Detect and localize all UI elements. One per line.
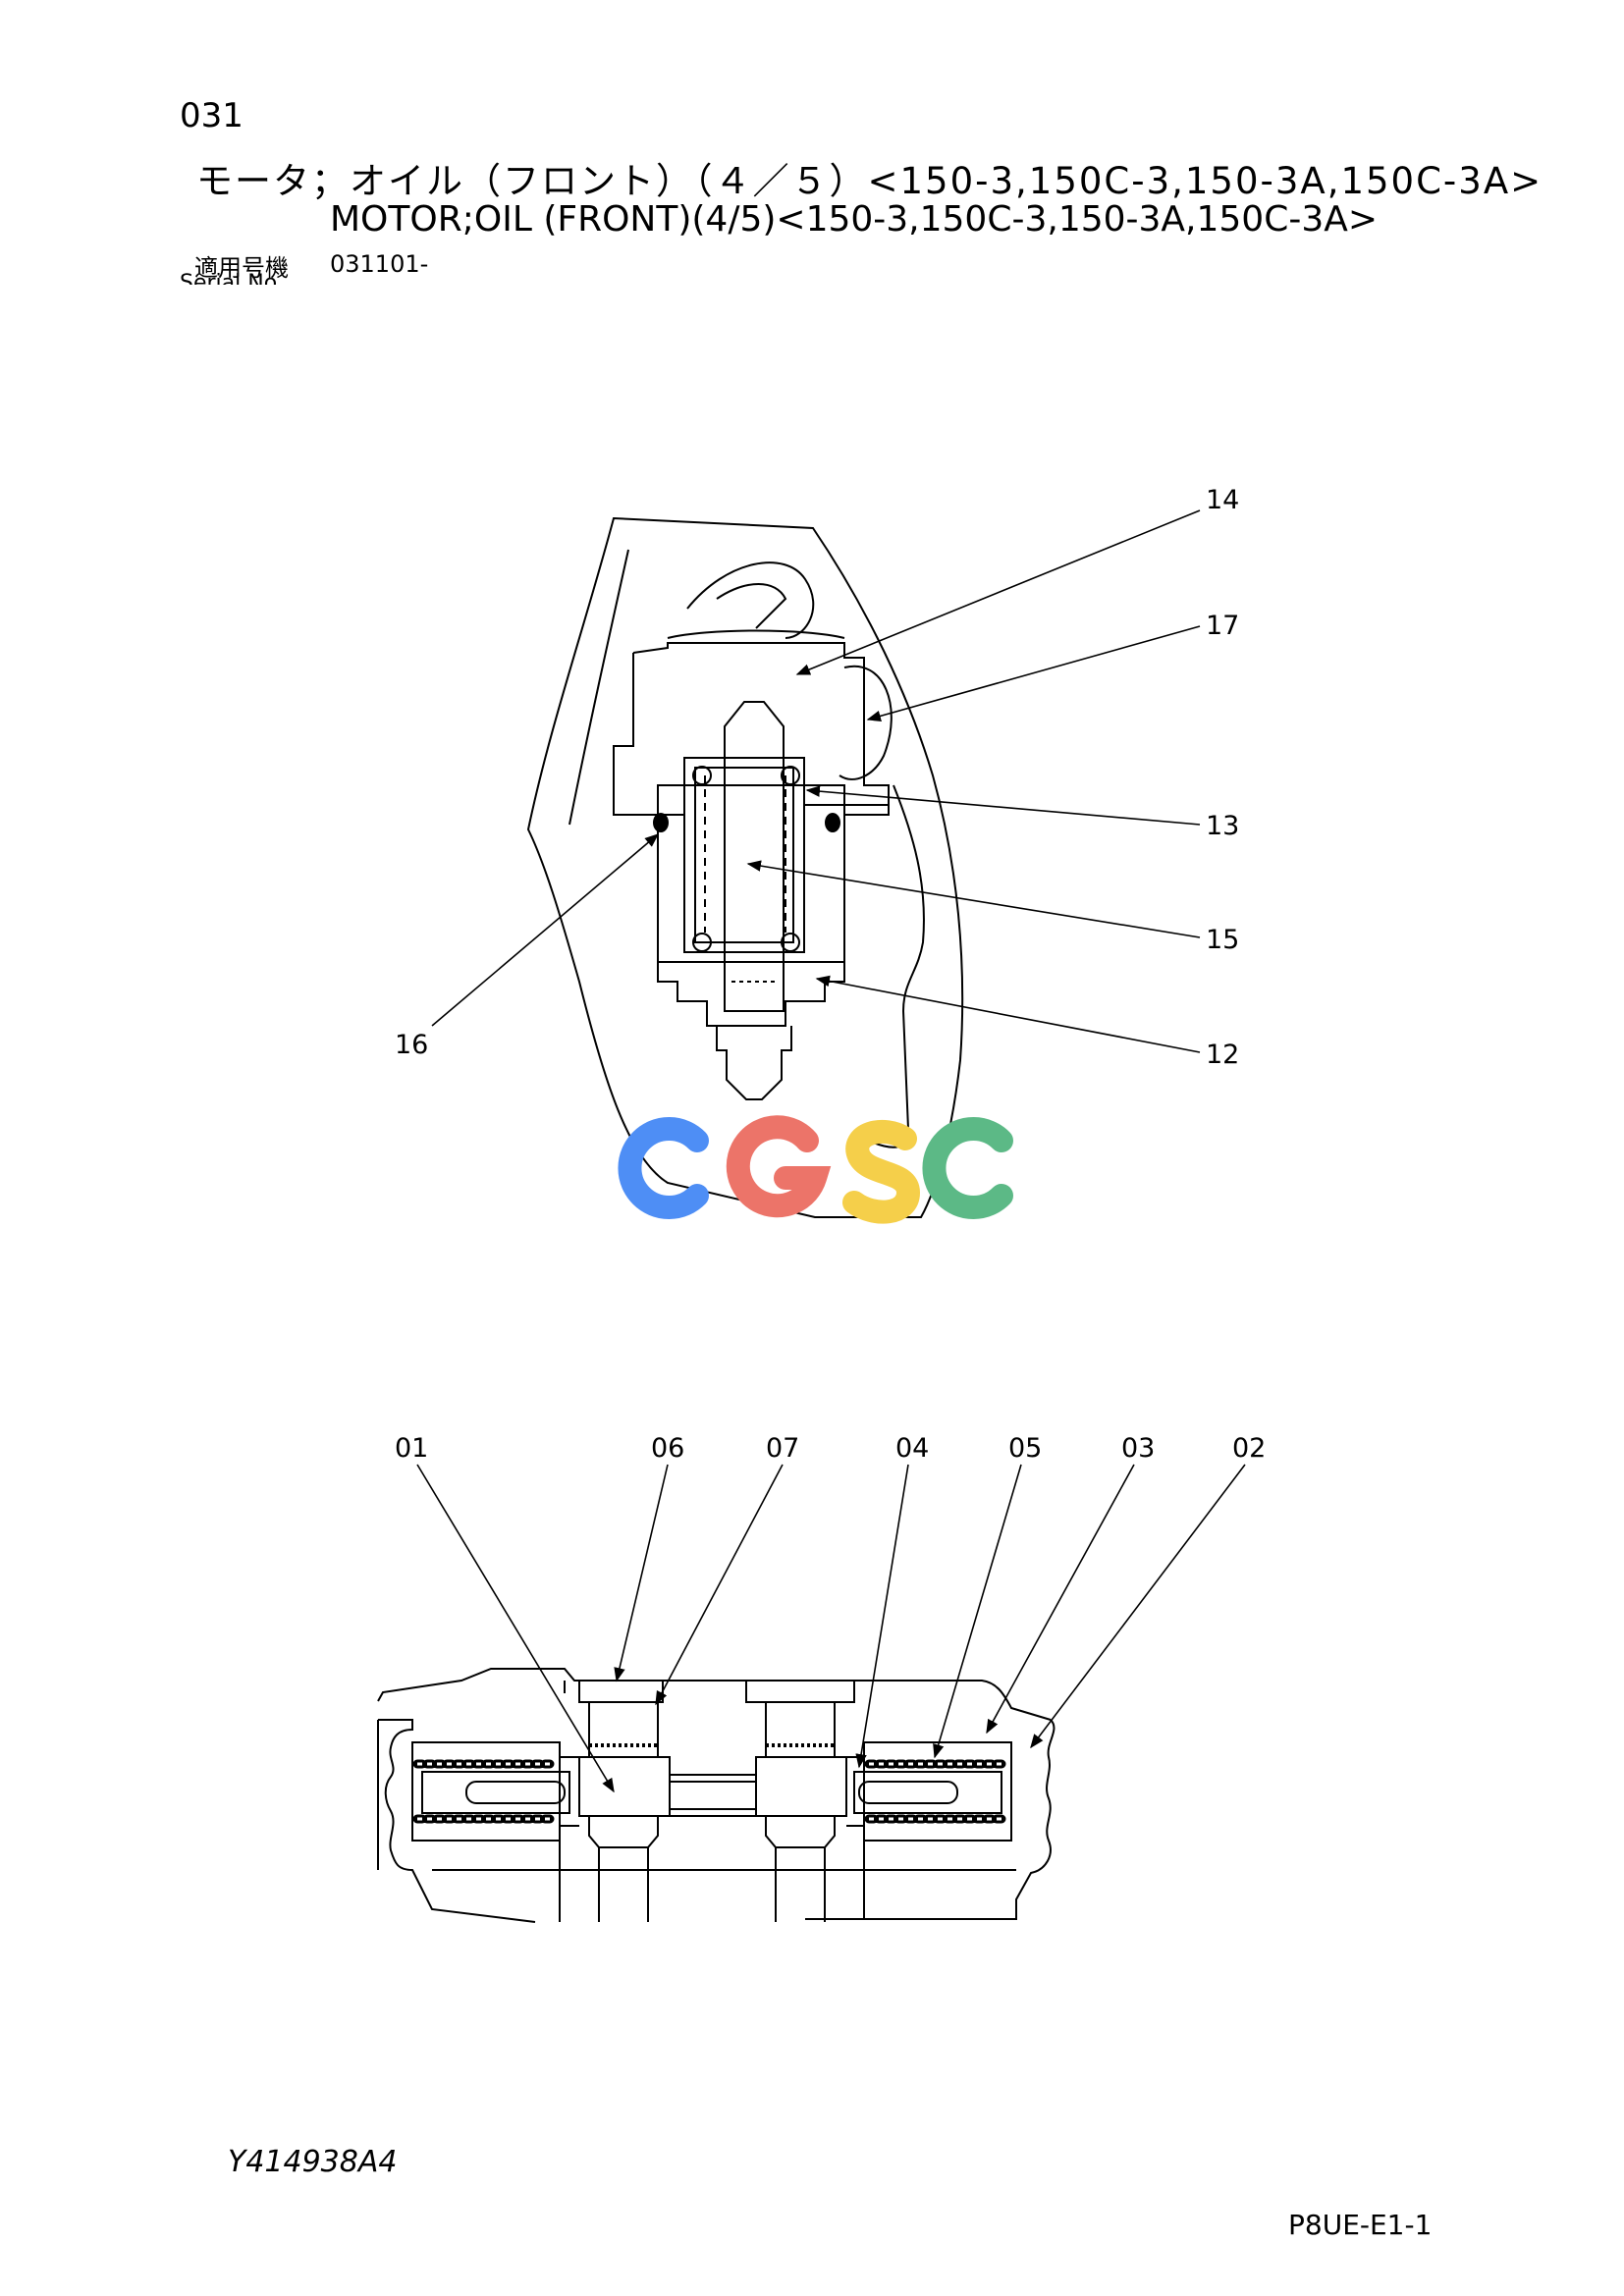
callout-04: 04 bbox=[895, 1433, 929, 1464]
upper-leader-lines bbox=[431, 509, 1201, 1053]
callout-06: 06 bbox=[651, 1433, 684, 1464]
page-code: P8UE-E1-1 bbox=[1288, 2209, 1433, 2241]
upper-valve-view bbox=[526, 516, 964, 1218]
title-japanese: モータ；オイル（フロント）（４／５）<150-3,150C-3,150-3A,1… bbox=[196, 160, 1543, 202]
callout-17: 17 bbox=[1206, 611, 1239, 641]
cgsc-watermark-logo bbox=[618, 1115, 1013, 1224]
watermark-letter-c1 bbox=[618, 1117, 709, 1219]
serial-value: 031101- bbox=[330, 250, 429, 278]
callout-14: 14 bbox=[1206, 485, 1239, 515]
callout-07: 07 bbox=[766, 1433, 799, 1464]
lower-springs bbox=[412, 1743, 1011, 1824]
serial-label: 適用号機 bbox=[194, 254, 289, 282]
serial-label-english: Serial No. bbox=[180, 271, 284, 285]
callout-15: 15 bbox=[1206, 925, 1239, 955]
watermark-letter-g bbox=[726, 1115, 832, 1218]
callout-12: 12 bbox=[1206, 1040, 1239, 1070]
callout-13: 13 bbox=[1206, 811, 1239, 841]
callout-02: 02 bbox=[1232, 1433, 1266, 1464]
callout-03: 03 bbox=[1121, 1433, 1155, 1464]
lower-leader-lines bbox=[416, 1464, 1246, 1793]
drawing-number: Y414938A4 bbox=[228, 2145, 398, 2179]
title-english: MOTOR;OIL (FRONT)(4/5)<150-3,150C-3,150-… bbox=[330, 199, 1379, 240]
lower-motor-view bbox=[377, 1668, 1056, 1923]
callout-16: 16 bbox=[395, 1030, 428, 1060]
callout-05: 05 bbox=[1008, 1433, 1042, 1464]
watermark-letter-c2 bbox=[922, 1117, 1013, 1219]
section-number: 031 bbox=[180, 96, 244, 135]
callout-01: 01 bbox=[395, 1433, 428, 1464]
watermark-letter-s bbox=[842, 1119, 921, 1224]
